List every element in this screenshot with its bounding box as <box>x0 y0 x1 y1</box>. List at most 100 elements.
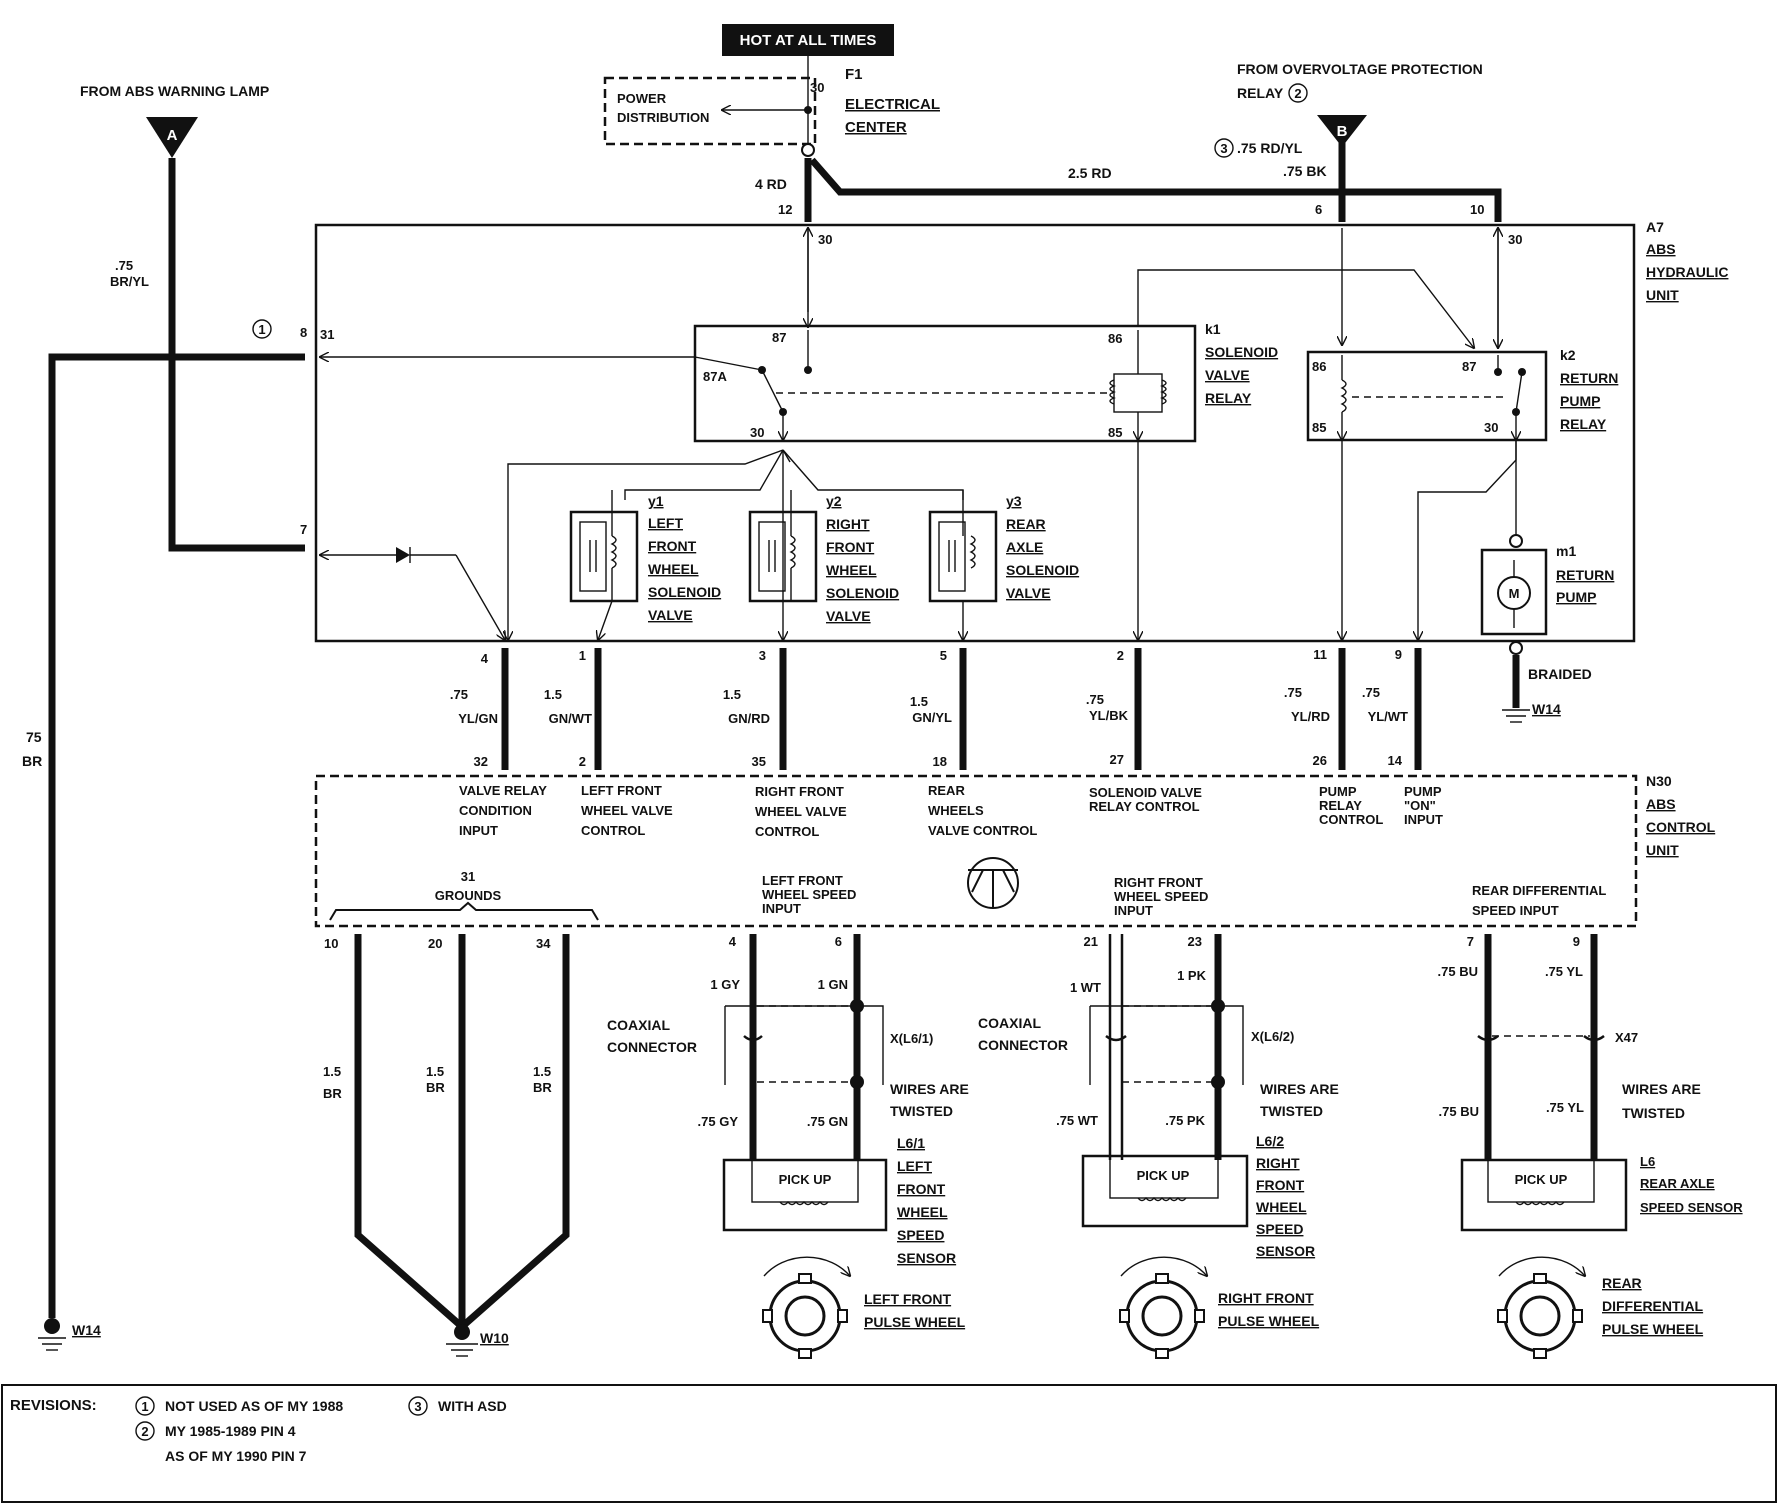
svg-text:10: 10 <box>1470 202 1484 217</box>
svg-text:W14: W14 <box>1532 701 1561 717</box>
svg-text:1 WT: 1 WT <box>1070 980 1101 995</box>
power-distribution-box: POWER DISTRIBUTION 30 <box>603 76 824 146</box>
svg-text:4: 4 <box>481 651 489 666</box>
svg-text:3: 3 <box>414 1399 421 1414</box>
harness-wire-yl-bk: 2 27 .75 YL/BK <box>1086 648 1142 770</box>
svg-text:34: 34 <box>536 936 551 951</box>
svg-text:LEFT FRONT: LEFT FRONT <box>864 1291 952 1307</box>
svg-text:85: 85 <box>1108 425 1122 440</box>
svg-text:"ON": "ON" <box>1404 798 1436 813</box>
revisions-box: REVISIONS: 1 NOT USED AS OF MY 1988 2 MY… <box>1 1384 1777 1503</box>
svg-text:BR: BR <box>533 1080 552 1095</box>
svg-text:X(L6/2): X(L6/2) <box>1251 1029 1294 1044</box>
svg-text:35: 35 <box>752 754 766 769</box>
svg-text:RIGHT FRONT: RIGHT FRONT <box>755 784 844 799</box>
svg-text:ABS: ABS <box>1646 796 1676 812</box>
svg-text:VALVE: VALVE <box>826 608 871 624</box>
svg-text:1: 1 <box>579 648 586 663</box>
svg-text:PUMP: PUMP <box>1560 393 1600 409</box>
svg-text:7: 7 <box>300 522 307 537</box>
svg-text:CONTROL: CONTROL <box>1646 819 1716 835</box>
svg-text:32: 32 <box>474 754 488 769</box>
svg-text:REAR: REAR <box>1602 1275 1642 1291</box>
svg-text:.75: .75 <box>1362 685 1380 700</box>
svg-text:k2: k2 <box>1560 347 1576 363</box>
svg-text:INPUT: INPUT <box>762 901 801 916</box>
svg-text:RIGHT FRONT: RIGHT FRONT <box>1114 875 1203 890</box>
svg-text:CONNECTOR: CONNECTOR <box>607 1039 697 1055</box>
svg-text:VALVE CONTROL: VALVE CONTROL <box>928 823 1037 838</box>
svg-text:COAXIAL: COAXIAL <box>978 1015 1041 1031</box>
svg-text:RETURN: RETURN <box>1560 370 1618 386</box>
svg-text:87: 87 <box>1462 359 1476 374</box>
svg-text:6: 6 <box>835 934 842 949</box>
svg-text:NOT USED AS OF MY 1988: NOT USED AS OF MY 1988 <box>165 1398 343 1414</box>
svg-text:VALVE RELAY: VALVE RELAY <box>459 783 547 798</box>
svg-text:BR: BR <box>22 753 42 769</box>
svg-text:.75 RD/YL: .75 RD/YL <box>1237 140 1303 156</box>
connector-b: B <box>1317 115 1367 147</box>
svg-text:WITH ASD: WITH ASD <box>438 1398 507 1414</box>
svg-text:y1: y1 <box>648 493 664 509</box>
svg-text:10: 10 <box>324 936 338 951</box>
svg-text:87A: 87A <box>703 369 727 384</box>
svg-text:3: 3 <box>1220 141 1227 156</box>
svg-text:FRONT: FRONT <box>648 538 697 554</box>
svg-text:BRAIDED: BRAIDED <box>1528 666 1592 682</box>
svg-text:A7: A7 <box>1646 219 1664 235</box>
svg-text:m1: m1 <box>1556 543 1576 559</box>
wire-75-br <box>48 353 305 1318</box>
svg-text:PULSE WHEEL: PULSE WHEEL <box>1218 1313 1320 1329</box>
svg-text:GROUNDS: GROUNDS <box>435 888 502 903</box>
transistor-icon <box>967 857 1019 909</box>
svg-text:HOT AT ALL TIMES: HOT AT ALL TIMES <box>740 32 877 49</box>
svg-text:VALVE: VALVE <box>1006 585 1051 601</box>
ground-icon-w14-right <box>1502 709 1530 723</box>
svg-text:26: 26 <box>1313 753 1327 768</box>
svg-text:30: 30 <box>750 425 764 440</box>
svg-text:ABS: ABS <box>1646 241 1676 257</box>
svg-text:.75: .75 <box>115 258 133 273</box>
svg-text:M: M <box>1509 586 1520 601</box>
svg-text:.75: .75 <box>1086 692 1104 707</box>
svg-text:6: 6 <box>1315 202 1322 217</box>
svg-text:23: 23 <box>1188 934 1202 949</box>
svg-text:.75 BK: .75 BK <box>1283 163 1327 179</box>
svg-text:.75: .75 <box>1284 685 1302 700</box>
svg-text:L6: L6 <box>1640 1154 1655 1169</box>
svg-text:YL/WT: YL/WT <box>1368 709 1408 724</box>
svg-text:y3: y3 <box>1006 493 1022 509</box>
svg-text:WIRES ARE: WIRES ARE <box>1622 1081 1701 1097</box>
svg-text:DIFFERENTIAL: DIFFERENTIAL <box>1602 1298 1704 1314</box>
svg-text:FRONT: FRONT <box>1256 1177 1305 1193</box>
svg-text:30: 30 <box>818 232 832 247</box>
svg-text:14: 14 <box>1388 753 1403 768</box>
svg-text:PULSE WHEEL: PULSE WHEEL <box>864 1314 966 1330</box>
svg-text:HYDRAULIC: HYDRAULIC <box>1646 264 1728 280</box>
svg-text:75: 75 <box>26 729 42 745</box>
revision-marker-2: 2 <box>1288 83 1308 103</box>
svg-text:CONTROL: CONTROL <box>755 824 819 839</box>
svg-text:.75 BU: .75 BU <box>1438 964 1478 979</box>
svg-text:RIGHT: RIGHT <box>1256 1155 1300 1171</box>
svg-text:RELAY: RELAY <box>1319 798 1362 813</box>
svg-text:CONDITION: CONDITION <box>459 803 532 818</box>
svg-text:TWISTED: TWISTED <box>890 1103 953 1119</box>
svg-text:2: 2 <box>1294 86 1301 101</box>
pulse-wheel-icon-rear-differential: REAR DIFFERENTIAL PULSE WHEEL <box>1497 1256 1704 1359</box>
svg-text:30: 30 <box>1508 232 1522 247</box>
svg-text:FRONT: FRONT <box>897 1181 946 1197</box>
svg-text:27: 27 <box>1110 752 1124 767</box>
svg-text:1.5: 1.5 <box>323 1064 341 1079</box>
svg-text:y2: y2 <box>826 493 842 509</box>
connector-a: A <box>146 117 198 158</box>
svg-text:k1: k1 <box>1205 321 1221 337</box>
svg-text:85: 85 <box>1312 420 1326 435</box>
svg-text:FROM OVERVOLTAGE PROTECTION: FROM OVERVOLTAGE PROTECTION <box>1237 61 1483 77</box>
svg-text:GN/YL: GN/YL <box>912 710 952 725</box>
left-front-wheel-speed-sensor-circuit: 4 6 1 GY 1 GN COAXIAL CONNECTOR X(L6/1) … <box>607 934 969 1266</box>
svg-text:1.5: 1.5 <box>910 694 928 709</box>
svg-text:.75 YL: .75 YL <box>1546 1100 1584 1115</box>
svg-text:4: 4 <box>729 934 737 949</box>
